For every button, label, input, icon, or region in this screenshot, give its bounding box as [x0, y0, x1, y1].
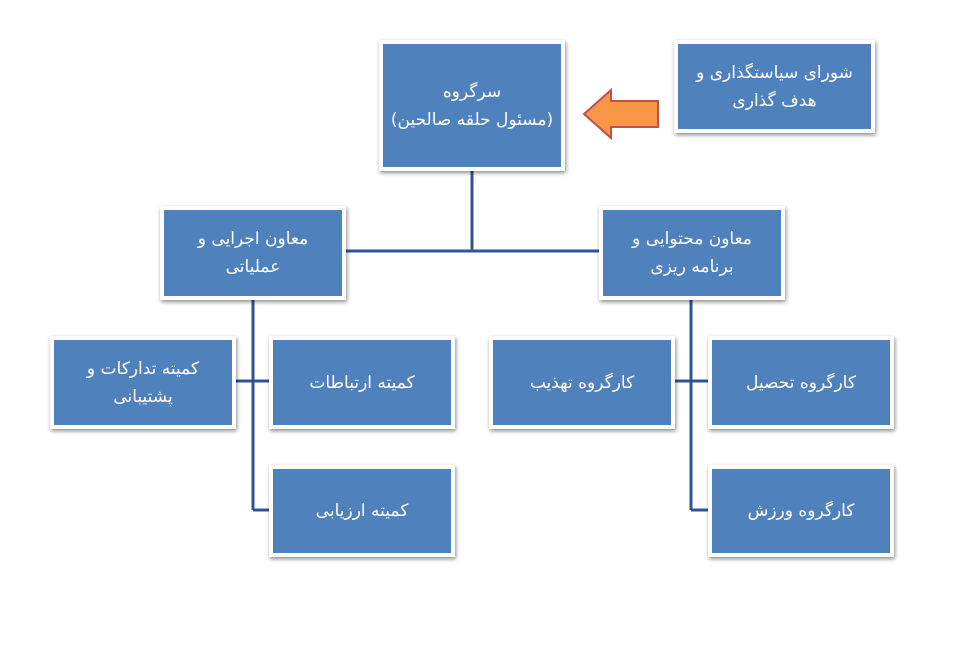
node-education: کارگروه تحصیل — [708, 336, 894, 429]
node-council-line1: شورای سیاستگذاری و — [696, 62, 853, 83]
node-sport: کارگروه ورزش — [708, 465, 894, 557]
node-sport-line1: کارگروه ورزش — [747, 501, 855, 521]
node-evaluation: کمیته ارزیابی — [269, 465, 455, 557]
node-council: شورای سیاستگذاری و هدف گذاری — [674, 40, 875, 133]
node-content-deputy-line1: معاون محتوایی و — [632, 229, 752, 249]
node-head-title: سرگروه — [442, 81, 502, 102]
node-content-deputy-line2: برنامه ریزی — [650, 257, 734, 277]
node-logistics: کمیته تدارکات و پشتیبانی — [50, 336, 236, 429]
node-head: سرگروه (مسئول حلقه صالحین) — [379, 40, 565, 171]
node-communications-line1: کمیته ارتباطات — [309, 372, 415, 393]
node-communications: کمیته ارتباطات — [269, 336, 455, 429]
node-council-line2: هدف گذاری — [732, 90, 817, 111]
node-head-subtitle: (مسئول حلقه صالحین) — [390, 109, 554, 130]
node-exec-deputy-line1: معاون اجرایی و — [197, 229, 309, 249]
node-exec-deputy-line2: عملیاتی — [225, 257, 281, 277]
node-evaluation-line1: کمیته ارزیابی — [315, 501, 409, 521]
node-content-deputy: معاون محتوایی و برنامه ریزی — [599, 206, 785, 300]
node-exec-deputy: معاون اجرایی و عملیاتی — [160, 206, 346, 300]
node-refinement: کارگروه تهذیب — [489, 336, 675, 429]
node-logistics-line2: پشتیبانی — [113, 386, 173, 407]
node-refinement-line1: کارگروه تهذیب — [529, 372, 635, 393]
node-logistics-line1: کمیته تدارکات و — [86, 358, 200, 379]
node-education-line1: کارگروه تحصیل — [746, 372, 856, 393]
